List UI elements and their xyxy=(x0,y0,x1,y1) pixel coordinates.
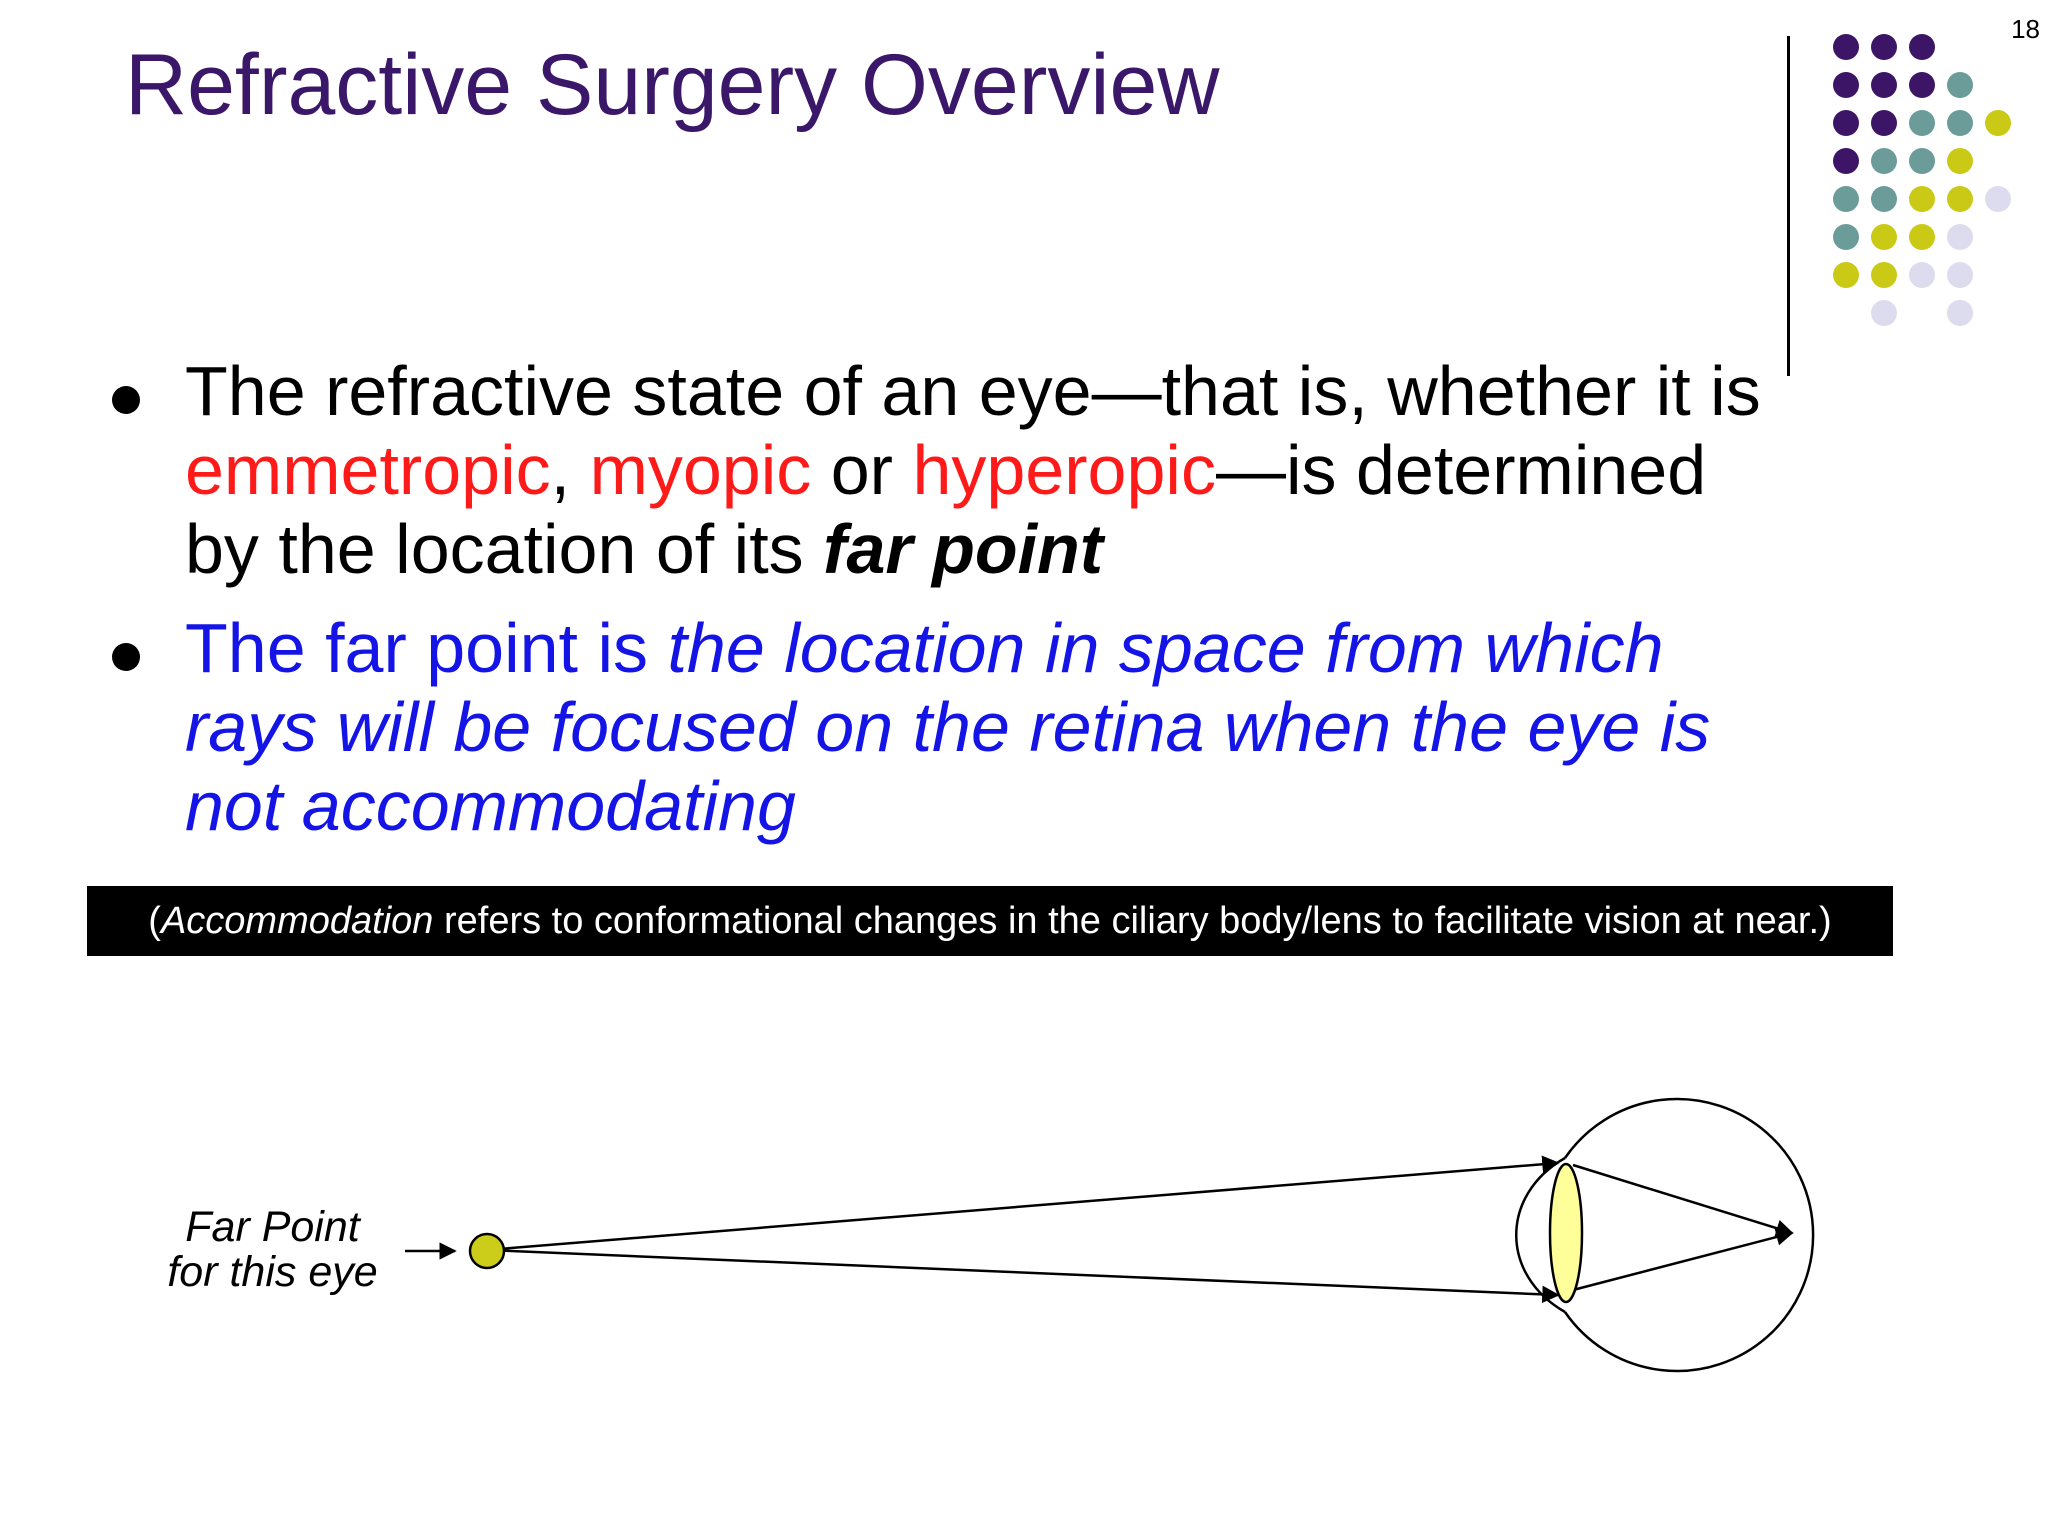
note-term-accommodation: Accommodation xyxy=(160,900,434,942)
slide-title: Refractive Surgery Overview xyxy=(125,37,1220,133)
bullet-2-definition: the location in space from which rays wi… xyxy=(185,609,1711,845)
bullet-1-text-a: The refractive state of an eye—that is, … xyxy=(185,352,1761,430)
cornea-outline xyxy=(1515,1156,1566,1314)
bullet-1-comma: , xyxy=(550,431,590,509)
bullet-1-or: or xyxy=(811,431,913,509)
far-point-label-line2: for this eye xyxy=(167,1248,378,1296)
far-point-label: Far Point for this eye xyxy=(135,1205,410,1295)
bullet-list: The refractive state of an eye—that is, … xyxy=(110,352,1770,866)
eyeball-outline xyxy=(1563,1097,1815,1373)
ray-upper-refracted xyxy=(1572,1163,1794,1237)
divider-line xyxy=(1787,36,1790,376)
term-far-point: far point xyxy=(823,510,1104,588)
ray-upper-incoming xyxy=(486,1155,1560,1252)
bullet-dot-icon xyxy=(112,643,140,671)
bullet-dot-icon xyxy=(112,386,140,414)
term-myopic: myopic xyxy=(589,431,812,509)
term-emmetropic: emmetropic xyxy=(185,431,551,509)
note-open-paren: ( xyxy=(148,900,161,942)
bullet-2-text-a: The far point is xyxy=(185,609,668,687)
ray-lower-refracted xyxy=(1572,1228,1794,1292)
bullet-item-1: The refractive state of an eye—that is, … xyxy=(110,352,1770,589)
far-point-marker xyxy=(468,1232,506,1270)
far-point-label-line1: Far Point xyxy=(185,1203,360,1251)
ray-lower-incoming xyxy=(486,1248,1560,1304)
bullet-1-text-b: —is determined by the location of its xyxy=(185,431,1707,588)
note-text: refers to conformational changes in the … xyxy=(433,900,1832,942)
accommodation-note: (Accommodation refers to conformational … xyxy=(87,886,1893,956)
bullet-item-2: The far point is the location in space f… xyxy=(110,609,1770,846)
slide-number: 18 xyxy=(2011,14,2040,44)
term-hyperopic: hyperopic xyxy=(912,431,1216,509)
lens-icon xyxy=(1548,1162,1584,1304)
